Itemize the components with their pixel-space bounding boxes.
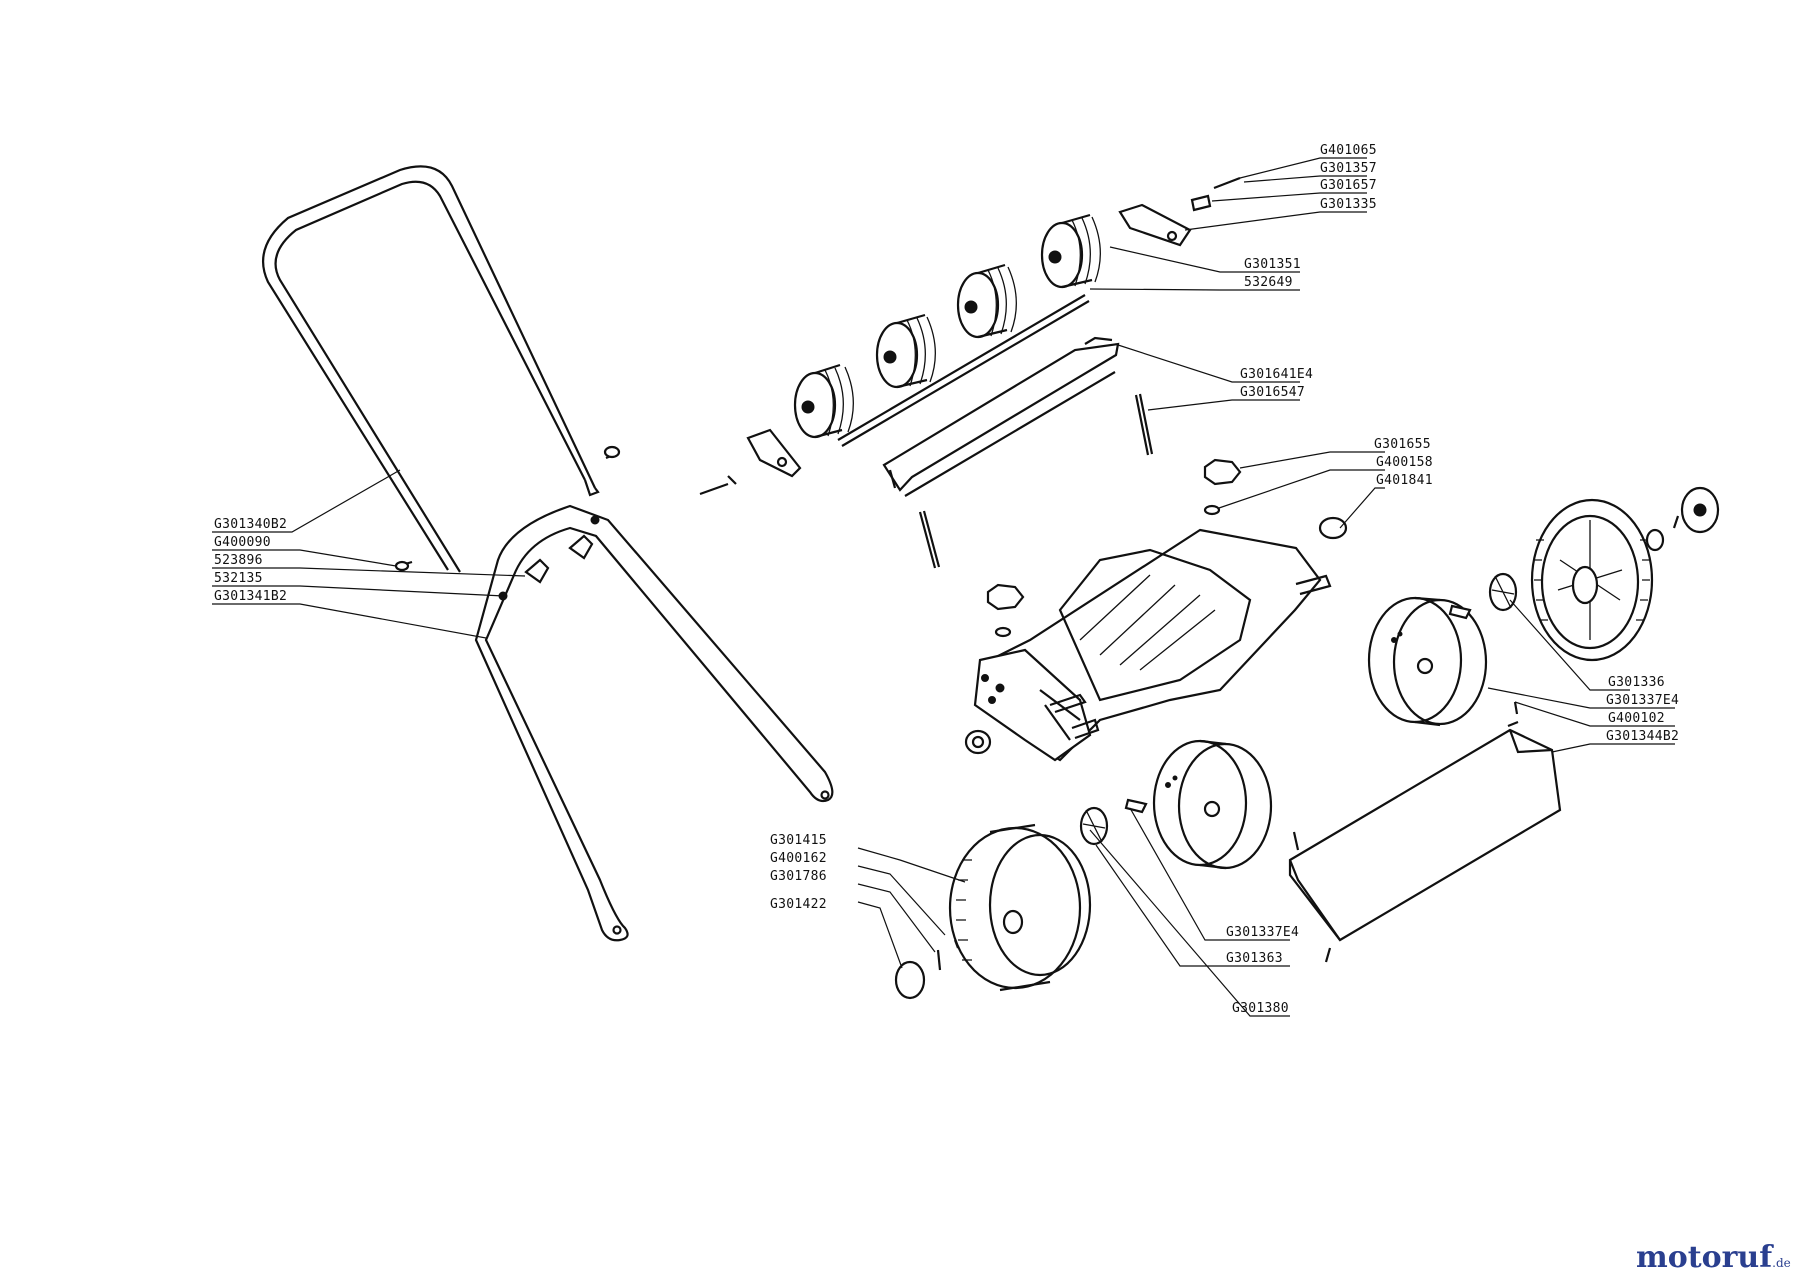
part-label: G400090 (214, 535, 271, 550)
side-covers (1079, 596, 1519, 870)
roller-3 (956, 263, 1017, 339)
part-label: G400162 (770, 851, 827, 866)
roller-1 (793, 363, 854, 439)
part-label: 532135 (214, 571, 263, 586)
part-label: 523896 (214, 553, 263, 568)
upper-handle (262, 165, 600, 573)
left-wheel (894, 823, 1092, 1000)
part-label: G301657 (1320, 178, 1377, 193)
part-label: G301336 (1608, 675, 1665, 690)
handle-bolts (394, 445, 621, 601)
part-label: G301340B2 (214, 517, 287, 532)
leader-lines (212, 157, 1675, 1017)
part-label: G401841 (1376, 473, 1433, 488)
part-label: G301351 (1244, 257, 1301, 272)
part-label: G301357 (1320, 161, 1377, 176)
part-label: G301380 (1232, 1001, 1289, 1016)
part-label: G301655 (1374, 437, 1431, 452)
adjustment-knobs (964, 458, 1348, 755)
rear-shield (1288, 720, 1562, 963)
part-label: G400102 (1608, 711, 1665, 726)
part-label: G301337E4 (1606, 693, 1679, 708)
watermark-domain: .de (1772, 1256, 1791, 1270)
part-label: G301786 (770, 869, 827, 884)
part-label: G301341B2 (214, 589, 287, 604)
watermark-logo: motoruf.de (1636, 1240, 1791, 1274)
part-label: G301641E4 (1240, 367, 1313, 382)
part-label: G301422 (770, 897, 827, 912)
front-rollers (793, 213, 1101, 447)
part-label: G301415 (770, 833, 827, 848)
part-label: G401065 (1320, 143, 1377, 158)
roller-brackets (699, 176, 1241, 496)
bottom-blade (882, 336, 1154, 569)
reel-frame (973, 528, 1332, 762)
roller-4 (1040, 213, 1101, 289)
part-label: G301337E4 (1226, 925, 1299, 940)
right-wheel (1488, 486, 1720, 662)
part-label: 532649 (1244, 275, 1293, 290)
roller-2 (875, 313, 936, 389)
part-label: G3016547 (1240, 385, 1305, 400)
part-label: G400158 (1376, 455, 1433, 470)
part-labels: G401065 G301357 G301657 G301335 G301351 … (214, 143, 1679, 1016)
part-label: G301344B2 (1606, 729, 1679, 744)
lower-handle (474, 504, 834, 942)
part-label: G301363 (1226, 951, 1283, 966)
part-label: G301335 (1320, 197, 1377, 212)
watermark-text: motoruf (1636, 1240, 1773, 1274)
